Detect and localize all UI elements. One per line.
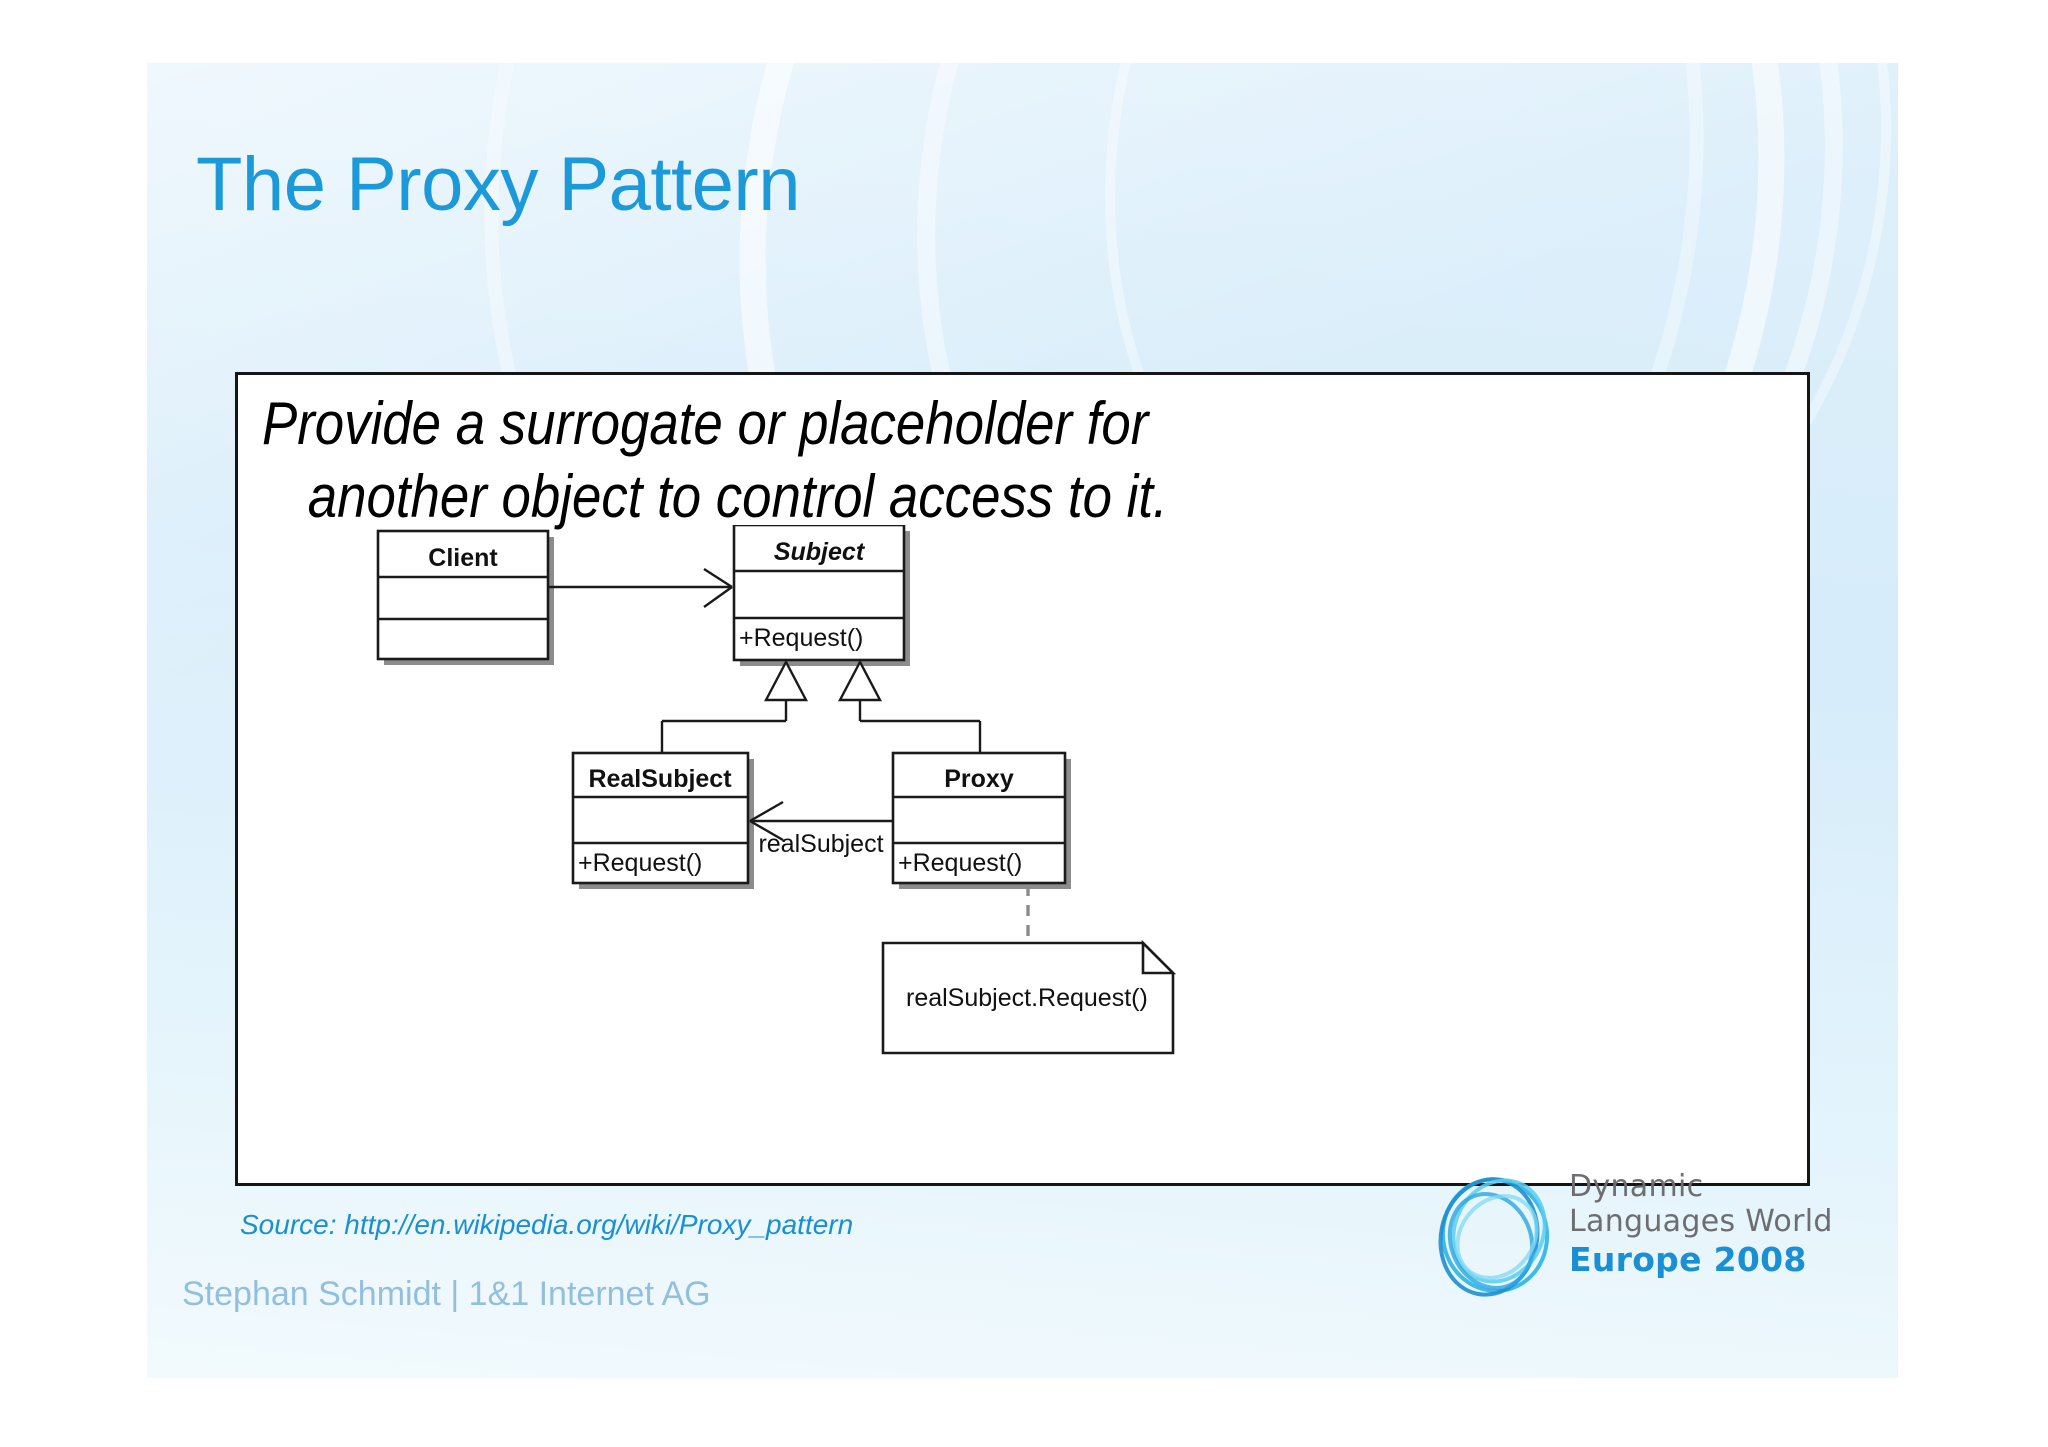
uml-class-subject[interactable]: Subject +Request() [732, 525, 910, 666]
quote-line-2: another object to control access to it. [307, 463, 1168, 531]
overlapping-circles-icon [1438, 1177, 1550, 1297]
uml-class-client[interactable]: Client [376, 529, 554, 665]
content-box: Provide a surrogate or placeholder for a… [235, 372, 1810, 1186]
uml-class-proxy[interactable]: Proxy +Request() [891, 751, 1071, 889]
uml-edge-client-subject [548, 567, 733, 608]
uml-edge-proxy-realsubject: realSubject [749, 800, 893, 858]
uml-edge-proxy-generalization [838, 659, 982, 753]
uml-class-subject-name: Subject [774, 538, 866, 566]
uml-class-client-name: Client [428, 544, 498, 572]
pattern-intent-quote: Provide a surrogate or placeholder for a… [262, 387, 1564, 533]
logo-line-2: Languages World [1569, 1204, 1833, 1240]
quote-line-1: Provide a surrogate or placeholder for [262, 390, 1149, 457]
uml-class-subject-operation: +Request() [739, 624, 863, 652]
author-footer: Stephan Schmidt | 1&1 Internet AG [182, 1275, 711, 1313]
uml-class-realsubject-name: RealSubject [588, 765, 732, 793]
uml-class-diagram: .cls-box { fill:#ffffff; stroke:#1a1a1a;… [376, 525, 1177, 1055]
uml-edge-label-realsubject: realSubject [758, 830, 883, 858]
logo-text: Dynamic Languages World Europe 2008 [1569, 1169, 1839, 1279]
uml-note-realsubject-request[interactable]: realSubject.Request() [881, 939, 1177, 1055]
uml-class-realsubject[interactable]: RealSubject +Request() [571, 751, 754, 889]
page-title: The Proxy Pattern [196, 142, 801, 227]
uml-class-proxy-name: Proxy [944, 765, 1014, 793]
conference-logo: Dynamic Languages World Europe 2008 [1419, 1157, 1839, 1332]
uml-class-realsubject-operation: +Request() [578, 849, 702, 877]
logo-line-3: Europe 2008 [1569, 1239, 1807, 1279]
logo-line-1: Dynamic [1569, 1169, 1704, 1204]
uml-edge-realsubject-generalization [660, 659, 808, 753]
uml-note-text: realSubject.Request() [906, 984, 1148, 1012]
uml-class-proxy-operation: +Request() [898, 849, 1022, 877]
slide: The Proxy Pattern Provide a surrogate or… [147, 63, 1898, 1378]
source-citation: Source: http://en.wikipedia.org/wiki/Pro… [240, 1209, 854, 1240]
